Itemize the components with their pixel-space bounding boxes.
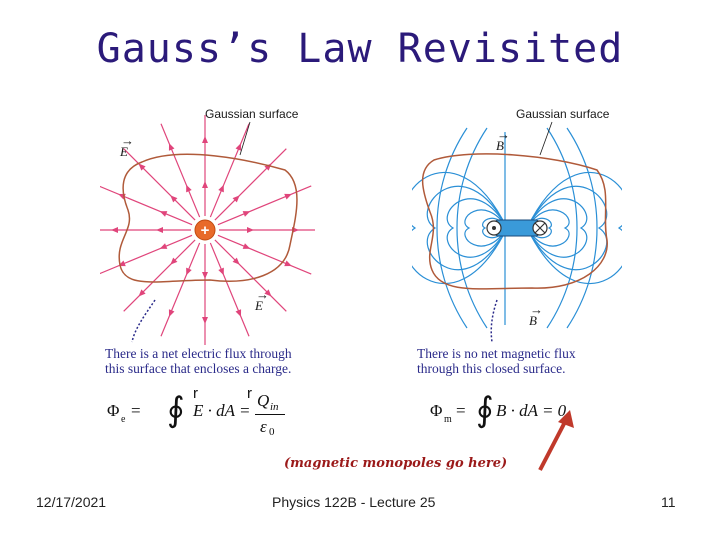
pointer-left [131, 299, 156, 343]
electric-field-line [214, 148, 287, 221]
gaussian-surface-label-left: Gaussian surface [205, 107, 299, 121]
field-arrowhead [218, 267, 224, 276]
caption-right: There is no net magnetic flux through th… [417, 346, 576, 376]
electric-field-line [209, 242, 250, 337]
field-arrowhead [159, 211, 168, 217]
field-arrowhead [186, 267, 192, 276]
field-arrowhead [247, 227, 254, 233]
electric-field-diagram: + Gaussian surface E → E → [100, 107, 315, 345]
field-arrowhead [202, 136, 208, 143]
gaussian-surface-right [421, 153, 608, 290]
magnetic-field-line [526, 198, 588, 258]
electric-field-line [209, 123, 250, 218]
field-arrowhead [284, 193, 292, 200]
field-arrowhead [156, 227, 163, 233]
svg-text:→: → [497, 127, 510, 142]
footer-page-number: 11 [661, 494, 676, 510]
electric-field-line [214, 239, 287, 312]
magnetic-field-line [412, 171, 508, 285]
e-field-label: E [119, 144, 128, 159]
slide-title: Gauss’s Law Revisited [96, 26, 624, 72]
gauss-law-magnetic-equation: Φ m = ∮ B · dA = 0 [430, 390, 567, 430]
magnetic-field-line [526, 209, 570, 247]
e-field-label-2: E [254, 298, 263, 313]
magnetic-field-line [456, 127, 488, 329]
field-arrowhead [264, 289, 272, 297]
b-field-label-bottom: B [529, 313, 537, 328]
footer-title: Physics 122B - Lecture 25 [272, 494, 436, 510]
field-arrowhead [111, 227, 118, 233]
pointer-right [490, 299, 498, 343]
field-arrowhead [138, 289, 146, 297]
svg-text:→: → [530, 302, 543, 317]
magnetic-field-line [526, 217, 552, 239]
field-arrowhead [235, 143, 242, 151]
field-arrowhead [232, 195, 240, 203]
magnetic-field-line [426, 185, 508, 271]
positive-charge [194, 219, 216, 241]
field-arrowhead [202, 181, 208, 188]
caption-left: There is a net electric flux through thi… [105, 346, 292, 376]
field-arrowhead [202, 272, 208, 279]
gauss-law-electric-equation: Φ e = ∮ r r E · dA = Q in ε 0 [107, 385, 307, 446]
electric-field-line [160, 242, 201, 337]
magnetic-field-line [526, 171, 622, 285]
field-arrowhead [186, 184, 192, 193]
field-arrowhead [138, 163, 146, 171]
magnetic-field-line [546, 127, 578, 329]
field-arrowhead [168, 309, 175, 317]
magnetic-field-line [436, 127, 468, 329]
field-arrowhead [242, 211, 251, 217]
field-arrowhead [232, 257, 240, 265]
magnetic-field-line [446, 198, 508, 258]
svg-text:→: → [256, 287, 269, 302]
electric-field-line [217, 234, 312, 275]
field-arrowhead [168, 143, 175, 151]
gaussian-surface-left [118, 153, 298, 283]
magnetic-field-line [482, 217, 508, 239]
field-arrowhead [242, 243, 251, 249]
electric-field-line [123, 148, 196, 221]
monopole-arrow [538, 410, 574, 471]
magnetic-field-line [464, 209, 508, 247]
electric-field-line [100, 185, 193, 226]
field-arrowhead [218, 184, 224, 193]
field-arrowhead [284, 260, 292, 267]
field-arrowhead [235, 309, 242, 317]
electric-field-line [123, 239, 196, 312]
magnetic-field-diagram: Gaussian surface B → B → [412, 107, 622, 343]
monopole-annotation: (magnetic monopoles go here) [284, 456, 508, 471]
svg-text:→: → [121, 133, 134, 148]
magnetic-field-line [526, 185, 608, 271]
magnetic-field-line [566, 127, 598, 329]
footer-date: 12/17/2021 [36, 494, 107, 510]
gaussian-surface-label-right: Gaussian surface [516, 107, 610, 121]
field-arrowhead [170, 257, 178, 265]
electric-field-line [160, 123, 201, 218]
field-arrowhead [159, 243, 168, 249]
charge-symbol: + [201, 222, 210, 239]
electric-field-line [100, 234, 193, 275]
field-arrowhead [202, 317, 208, 324]
field-arrowhead [170, 195, 178, 203]
b-field-label-top: B [496, 138, 504, 153]
electric-field-line [217, 185, 312, 226]
